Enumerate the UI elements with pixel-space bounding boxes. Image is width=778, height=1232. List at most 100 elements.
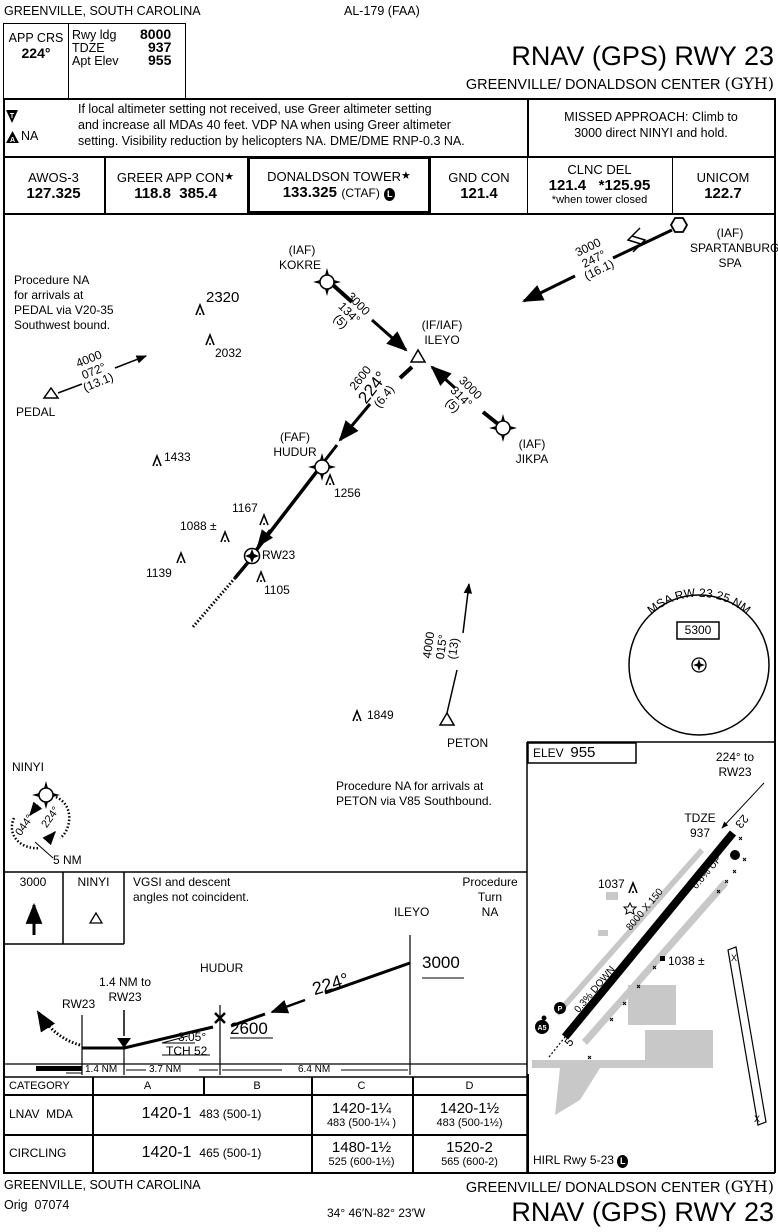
windsock-icon [730, 850, 740, 860]
profile-ileyo-alt: 3000 [422, 953, 460, 972]
pedal-triangle [42, 386, 60, 399]
fix-ileyo-name: ILEYO [424, 333, 460, 347]
fix-spa-name: SPARTANBURG [690, 241, 778, 255]
svg-text:A5: A5 [538, 1025, 547, 1032]
obstacle-1088: 1088 ± [180, 519, 217, 533]
svg-text:A: A [10, 137, 15, 143]
rw23-waypoint [243, 547, 261, 565]
lighting-note: HIRL Rwy 5-23 L [533, 1154, 629, 1168]
profile-descent-arrow [270, 998, 306, 1014]
profile-holding-alt: 3000 [19, 875, 47, 889]
pt-note-2: Turn [477, 890, 503, 904]
not-to-scale-icon [626, 227, 647, 253]
leg-jikpa-ileyo-label: 3000 314° (5) [442, 373, 485, 416]
footer-airport: GREENVILLE/ DONALDSON CENTER (GYH) [465, 1177, 774, 1196]
header-cat-a: A [143, 1079, 152, 1092]
airport-name: GREENVILLE/ DONALDSON CENTER (GYH) [466, 74, 775, 93]
profile-holding-fix: NINYI [77, 875, 110, 889]
ad-obstacle-1038: 1038 ± [668, 954, 705, 968]
comm-awos-freq: 127.325 [26, 185, 81, 202]
glidepath-angle: 3.05° [178, 1030, 207, 1044]
app-crs-value: 224° [21, 45, 51, 61]
obstacle-1038-marker [660, 956, 665, 961]
vdp-note-2: RW23 [108, 990, 142, 1004]
pilot-controlled-lighting-icon: L [617, 1155, 629, 1168]
tch: TCH 52 [166, 1044, 208, 1058]
tdze-label: TDZE [72, 41, 105, 55]
obstacle-1433: 1433 [164, 450, 191, 464]
comm-gnd-freq: 121.4 [460, 185, 498, 202]
fix-ileyo-role: (IF/IAF) [421, 318, 463, 332]
note-pedal-3: PEDAL via V20-35 [14, 303, 114, 317]
missed-approach-curve [36, 1010, 81, 1047]
leg-jikpa-ileyo-arrow [430, 365, 457, 390]
footer-procedure-title: RNAV (GPS) RWY 23 [511, 1197, 774, 1227]
note-peton-2: PETON via V85 Southbound. [336, 794, 492, 808]
fix-hudur-role: (FAF) [280, 430, 310, 444]
chart-id: AL-179 (FAA) [344, 4, 420, 18]
final-course-2: RW23 [718, 765, 752, 779]
leg-pedal-label: 4000 072° (13.1) [73, 347, 116, 395]
ad-obstacle-1037: 1037 [598, 877, 625, 891]
fix-hudur-name: HUDUR [273, 445, 317, 459]
header-location: GREENVILLE, SOUTH CAROLINA [4, 4, 201, 18]
final-approach-course [252, 468, 320, 555]
row-circling-ab: 1420-1 465 (500-1) [141, 1144, 262, 1161]
row-circling-c: 1480-1½ 525 (600-1½) [328, 1138, 395, 1168]
pt-note-1: Procedure [462, 875, 518, 889]
airport-id: (GYH) [724, 74, 775, 93]
leg-ileyo-hudur-label: 2600 224° (6.4) [346, 363, 398, 411]
fix-kokre-role: (IAF) [288, 243, 316, 257]
vdp-icon [117, 1038, 131, 1048]
fix-jikpa-name: JIKPA [515, 452, 549, 466]
comm-unicom-label: UNICOM [696, 170, 750, 185]
fix-pedal-name: PEDAL [16, 405, 56, 419]
row-lnav-ab: 1420-1 483 (500-1) [141, 1105, 262, 1122]
comm-gnd-label: GND CON [448, 170, 510, 185]
msa-circle [628, 594, 770, 736]
rwy-ldg-label: Rwy ldg [72, 28, 117, 42]
app-crs-label: APP CRS [8, 31, 64, 45]
note-line-2: and increase all MDAs 40 feet. VDP NA wh… [78, 118, 451, 132]
alternate-minima-a-icon: A [6, 130, 19, 144]
obstacle-1105: 1105 [264, 583, 290, 597]
comm-tower-label: DONALDSON TOWER [267, 169, 401, 184]
note-pedal-2: for arrivals at [14, 288, 84, 302]
ninyi-profile-triangle [88, 911, 104, 924]
minimums-table: CATEGORY A B C D LNAV MDA 1420-1 483 (50… [3, 1074, 775, 1174]
gradient-down: 0.3% DOWN [572, 964, 618, 1016]
fix-jikpa-role: (IAF) [518, 437, 546, 451]
procedure-title: RNAV (GPS) RWY 23 [511, 41, 774, 71]
comm-clnc-label: CLNC DEL [567, 162, 632, 177]
runway-info-box [68, 23, 186, 100]
profile-ileyo: ILEYO [394, 905, 430, 919]
profile-hudur-alt: 2600 [230, 1019, 268, 1038]
header-cat-b: B [253, 1079, 261, 1092]
vgsi-note-2: angles not coincident. [133, 890, 250, 904]
missed-approach-line-2: 3000 direct NINYI and hold. [574, 126, 728, 140]
comm-clnc-del: CLNC DEL 121.4 *125.95 *when tower close… [527, 157, 673, 213]
apt-elev-value: 955 [148, 52, 172, 68]
comm-greer-freq: 118.8 385.4 [134, 185, 217, 202]
svg-text:P: P [558, 1006, 563, 1013]
row-circling-d: 1520-2 565 (600-2) [441, 1138, 498, 1168]
stepdown-fix-x [214, 1012, 226, 1024]
leg-ileyo-hudur-arrow [338, 403, 372, 442]
final-course-1: 224° to [715, 750, 755, 764]
obstacle-1849: 1849 [367, 708, 394, 722]
obstacle-2032: 2032 [215, 346, 242, 360]
svg-text:X: X [731, 953, 737, 963]
hold-outbound-course: 224° [39, 804, 63, 831]
runway-profile-bar [36, 1066, 82, 1071]
fix-spa-id: SPA [718, 256, 742, 270]
rwy-ldg-value: 8000 [140, 26, 172, 42]
ileyo-triangle [409, 348, 427, 363]
comm-greer-app: GREER APP CON★ 118.8 385.4 [104, 157, 247, 213]
star-icon: ★ [224, 171, 235, 183]
footer-coords: 34° 46′N-82° 23′W [327, 1206, 426, 1220]
obstacle-1139: 1139 [146, 566, 172, 580]
runway-dimensions: 8000 X 150 [624, 886, 666, 933]
comm-unicom-freq: 122.7 [704, 185, 742, 202]
distance-2: 3.7 NM [149, 1064, 182, 1075]
comm-awos-label: AWOS-3 [28, 170, 79, 185]
